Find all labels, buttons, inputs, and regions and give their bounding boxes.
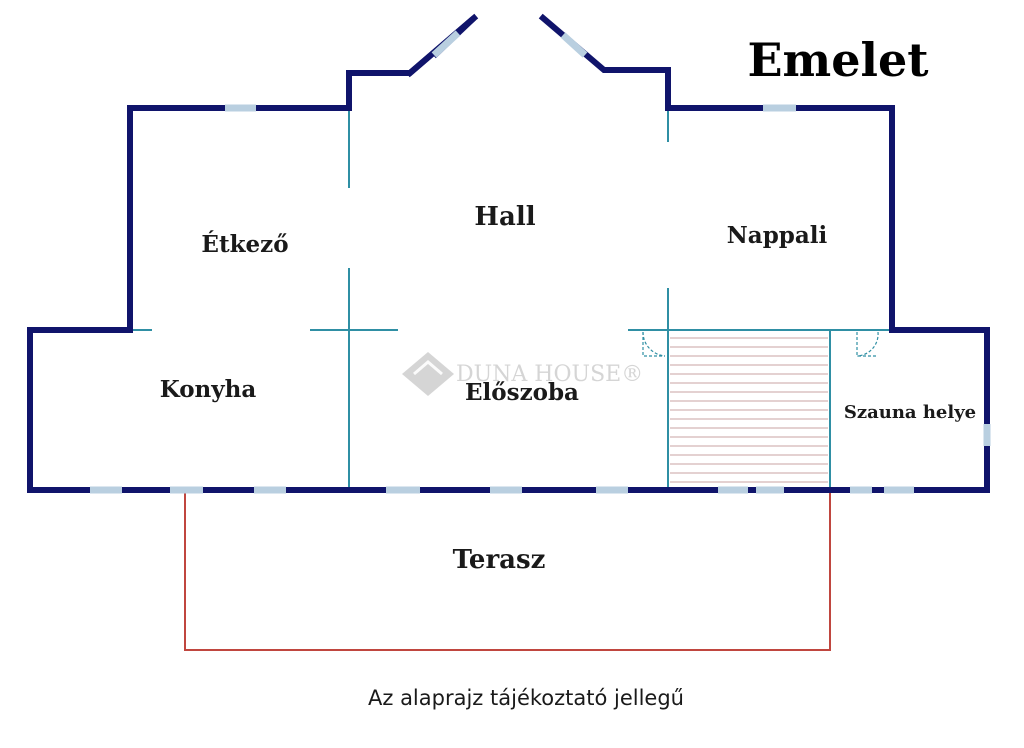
room-label-eloszoba: Előszoba [465, 379, 579, 406]
disclaimer-caption: Az alaprajz tájékoztató jellegű [368, 686, 684, 710]
watermark: DUNA HOUSE® [402, 352, 643, 396]
interior-partitions [130, 108, 892, 490]
windows [90, 30, 991, 494]
room-label-konyha: Konyha [160, 376, 257, 403]
stair-steps [670, 337, 828, 483]
room-label-hall: Hall [474, 202, 535, 232]
staircase [667, 329, 831, 489]
room-label-nappali: Nappali [727, 222, 828, 249]
terrace-outline [184, 492, 831, 651]
room-label-terasz: Terasz [453, 545, 546, 575]
outer-walls [27, 13, 990, 493]
floor-title: Emelet [748, 33, 930, 87]
door-swings [642, 331, 879, 357]
room-label-etkezo: Étkező [201, 231, 288, 258]
duna-house-logo-icon [402, 352, 454, 396]
room-label-szauna: Szauna helye [844, 402, 976, 423]
watermark-brand: DUNA HOUSE® [456, 362, 643, 387]
